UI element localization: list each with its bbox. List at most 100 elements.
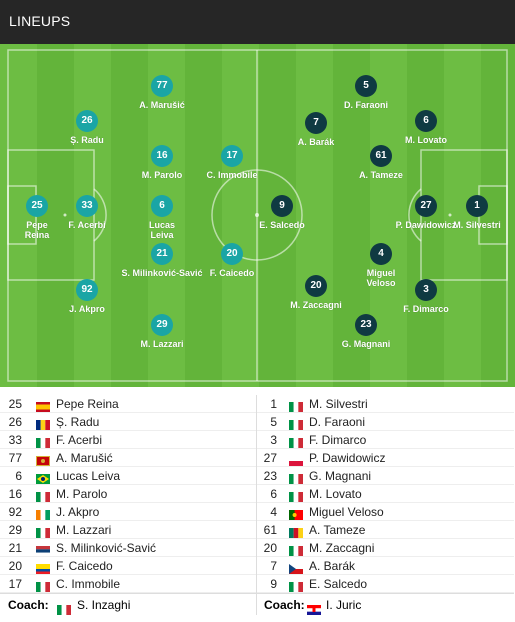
player-name[interactable]: M. Silvestri (309, 397, 368, 411)
player-name: E. Salcedo (259, 220, 305, 230)
shirt-number: 3 (270, 433, 277, 447)
shirt-number-badge: 3 (415, 279, 437, 301)
lineup-row[interactable]: 9 E. Salcedo (257, 575, 514, 593)
shirt-number-badge: 77 (151, 75, 173, 97)
player-name[interactable]: M. Zaccagni (309, 541, 375, 555)
player-name: M. Lovato (405, 135, 447, 145)
home-player-marker[interactable]: 21 S. Milinković-Savić (117, 243, 207, 278)
shirt-number: 26 (8, 415, 22, 429)
flag-it-icon (36, 489, 50, 502)
flag-it-icon (36, 435, 50, 448)
away-coach-row: Coach:I. Juric (257, 593, 514, 615)
player-name[interactable]: A. Marušić (56, 451, 113, 465)
shirt-number: 4 (270, 505, 277, 519)
flag-it-icon (36, 525, 50, 538)
player-name[interactable]: Lucas Leiva (56, 469, 121, 483)
coach-name[interactable]: S. Inzaghi (77, 598, 131, 612)
flag-it-icon (289, 489, 303, 502)
player-name[interactable]: F. Caicedo (56, 559, 113, 573)
shirt-number-badge: 21 (151, 243, 173, 265)
section-header: LINEUPS (0, 0, 515, 44)
lineup-row[interactable]: 77 A. Marušić (0, 449, 256, 467)
shirt-number: 25 (8, 397, 22, 411)
player-name[interactable]: F. Dimarco (309, 433, 367, 447)
lineup-row[interactable]: 25 Pepe Reina (0, 395, 256, 413)
player-name[interactable]: A. Tameze (309, 523, 366, 537)
shirt-number: 6 (270, 487, 277, 501)
player-name[interactable]: M. Lazzari (56, 523, 112, 537)
lineup-row[interactable]: 3 F. Dimarco (257, 431, 514, 449)
lineup-row[interactable]: 26 Ș. Radu (0, 413, 256, 431)
player-name[interactable]: Pepe Reina (56, 397, 119, 411)
player-name[interactable]: A. Barák (309, 559, 356, 573)
coach-name[interactable]: I. Juric (326, 598, 362, 612)
player-name: Lucas Leiva (148, 220, 175, 240)
flag-it-icon (36, 579, 50, 592)
player-name[interactable]: C. Immobile (56, 577, 121, 591)
shirt-number-badge: 16 (151, 145, 173, 167)
home-player-marker[interactable]: 16 M. Parolo (117, 145, 207, 180)
shirt-number: 77 (8, 451, 22, 465)
lineup-row[interactable]: 6 M. Lovato (257, 485, 514, 503)
player-name[interactable]: G. Magnani (309, 469, 372, 483)
lineup-row[interactable]: 4 Miguel Veloso (257, 503, 514, 521)
flag-cm-icon (289, 525, 303, 538)
player-name: F. Acerbi (68, 220, 106, 230)
shirt-number: 9 (270, 577, 277, 591)
flag-rs-icon (36, 543, 50, 556)
player-name: S. Milinković-Savić (121, 268, 203, 278)
flag-it-icon (289, 543, 303, 556)
player-name[interactable]: Miguel Veloso (309, 505, 384, 519)
player-name[interactable]: F. Acerbi (56, 433, 103, 447)
player-name[interactable]: D. Faraoni (309, 415, 366, 429)
shirt-number-badge: 6 (151, 195, 173, 217)
player-name[interactable]: S. Milinković-Savić (56, 541, 157, 555)
shirt-number-badge: 4 (370, 243, 392, 265)
player-name[interactable]: Ș. Radu (56, 415, 100, 429)
player-name[interactable]: M. Parolo (56, 487, 108, 501)
player-name[interactable]: M. Lovato (309, 487, 362, 501)
shirt-number-badge: 7 (305, 112, 327, 134)
player-name[interactable]: P. Dawidowicz (309, 451, 386, 465)
shirt-number-badge: 61 (370, 145, 392, 167)
player-name[interactable]: E. Salcedo (309, 577, 368, 591)
flag-br-icon (36, 471, 50, 484)
player-name: M. Parolo (141, 170, 183, 180)
player-name[interactable]: J. Akpro (56, 505, 100, 519)
